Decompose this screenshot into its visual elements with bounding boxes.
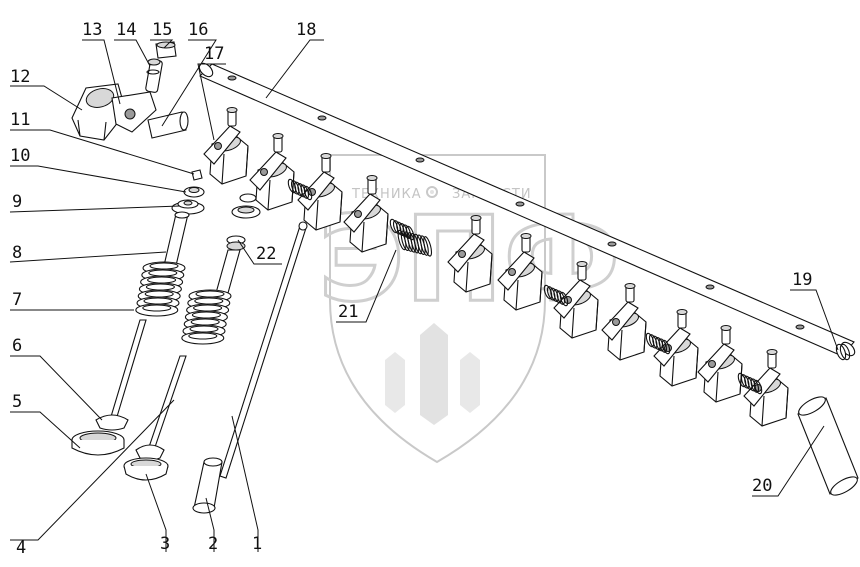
watermark-shield: [329, 154, 546, 464]
callout-6: 6: [12, 336, 22, 356]
valve-spring-7: [135, 261, 186, 317]
watermark-left-word: ТЕХНИКА: [351, 187, 422, 202]
callout-2: 2: [208, 534, 218, 554]
rocker-assembly: [743, 349, 789, 427]
callout-9: 9: [12, 192, 22, 212]
callout-7: 7: [12, 290, 22, 310]
callout-labels: 1 2 3 4 5 6 7 8 9 10 11 12 13 14 15 16 1…: [10, 20, 812, 558]
callout-21: 21: [338, 302, 358, 322]
rocker-assemblies: [203, 107, 789, 427]
rocker-assembly: [447, 215, 493, 293]
bushing-20: [797, 396, 859, 496]
callout-5: 5: [12, 392, 22, 412]
callout-10: 10: [10, 146, 30, 166]
callout-1: 1: [252, 534, 262, 554]
rocker-assembly: [203, 107, 249, 185]
valve-keepers: [171, 169, 205, 215]
rocker-group-top-left: [71, 41, 189, 141]
spring-21: [397, 229, 433, 257]
push-rod: [219, 221, 308, 479]
rocker-assembly: [343, 175, 389, 253]
shaft-spring: [737, 372, 763, 395]
rocker-assembly: [601, 283, 647, 361]
callout-22: 22: [256, 244, 276, 264]
valve-set-middle: [123, 193, 261, 481]
shaft-spring: [645, 332, 671, 355]
rocker-shaft: [198, 62, 856, 357]
valve-set-left: [71, 211, 190, 456]
rocker-assembly: [249, 133, 295, 211]
callout-16: 16: [188, 20, 208, 40]
shaft-spring: [287, 178, 313, 201]
callout-8: 8: [12, 243, 22, 263]
watermark-wheat-sheaves: [385, 323, 480, 425]
rocker-assembly: [697, 325, 743, 403]
callout-19: 19: [792, 270, 812, 290]
leader-lines: [9, 39, 839, 552]
callout-11: 11: [10, 110, 30, 130]
callout-4: 4: [16, 538, 26, 558]
callout-12: 12: [10, 67, 30, 87]
callout-17: 17: [204, 44, 224, 64]
shaft-spring: [389, 218, 415, 241]
rocker-assembly: [497, 233, 543, 311]
callout-14: 14: [116, 20, 136, 40]
callout-20: 20: [752, 476, 772, 496]
shaft-spring: [543, 284, 569, 307]
rocker-assembly: [553, 261, 599, 339]
gear-icon: [426, 186, 438, 198]
valve-spring-4: [181, 289, 232, 345]
rocker-assembly: [297, 153, 343, 231]
shaft-springs: [287, 178, 763, 395]
callout-13: 13: [82, 20, 102, 40]
callout-3: 3: [160, 534, 170, 554]
callout-15: 15: [152, 20, 172, 40]
callout-18: 18: [296, 20, 316, 40]
circlip-19: [835, 343, 851, 361]
